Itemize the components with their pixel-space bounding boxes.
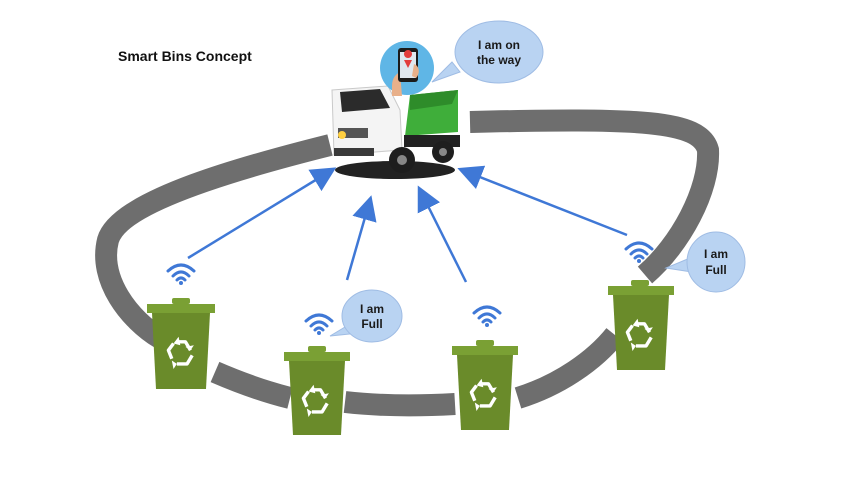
wifi-icon — [166, 263, 196, 286]
truck-bubble-line1: I am on — [478, 38, 520, 52]
bin4-bubble-line1: I am — [704, 247, 728, 261]
arrow-bin3-to-truck — [417, 185, 468, 283]
arrow-bin4-to-truck — [457, 165, 628, 237]
smartphone-map-icon — [380, 41, 434, 96]
garbage-truck — [331, 85, 460, 179]
truck-speech-bubble: I am on the way — [431, 20, 544, 84]
arrow-bin2-to-truck — [345, 195, 377, 281]
smart-bin-4 — [608, 241, 674, 370]
truck-bubble-line2: the way — [477, 53, 521, 67]
wifi-icon — [472, 305, 502, 328]
smart-bin-3 — [452, 305, 518, 430]
bin4-bubble-line2: Full — [705, 263, 726, 277]
bin4-speech-bubble: I am Full — [664, 231, 746, 293]
bin2-bubble-line2: Full — [361, 317, 382, 331]
smart-bin-2 — [284, 313, 350, 435]
bin2-speech-bubble: I am Full — [329, 289, 403, 343]
wifi-icon — [304, 313, 334, 336]
road-path — [95, 109, 720, 417]
arrow-bin1-to-truck — [187, 167, 337, 260]
diagram-title: Smart Bins Concept — [118, 48, 252, 64]
smart-bin-1 — [147, 263, 215, 389]
bin2-bubble-line1: I am — [360, 302, 384, 316]
